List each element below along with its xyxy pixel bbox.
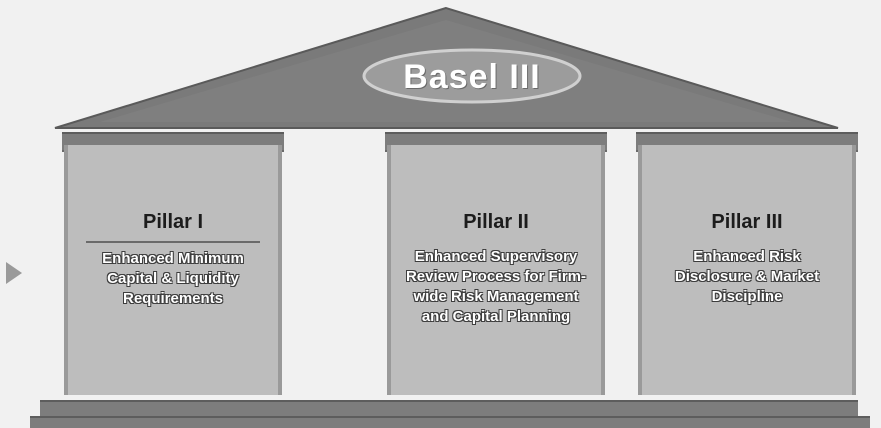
pillar-2-description: Enhanced Supervisory Review Process for … bbox=[405, 248, 587, 325]
roof bbox=[54, 6, 839, 129]
pillar-1-title: Pillar I bbox=[86, 211, 260, 243]
pillar-3-title: Pillar III bbox=[711, 211, 783, 233]
base-beam bbox=[40, 400, 858, 418]
pillar-1: Pillar I Enhanced Minimum Capital & Liqu… bbox=[64, 145, 282, 395]
pillar-3-description: Enhanced Risk Disclosure & Market Discip… bbox=[674, 248, 820, 305]
pillar-1-description: Enhanced Minimum Capital & Liquidity Req… bbox=[102, 250, 244, 307]
basel-oval bbox=[362, 48, 582, 104]
pillar-2-title: Pillar II bbox=[463, 211, 529, 233]
pillar-2: Pillar II Enhanced Supervisory Review Pr… bbox=[387, 145, 605, 395]
left-arrow-icon bbox=[6, 262, 22, 284]
pillar-3: Pillar III Enhanced Risk Disclosure & Ma… bbox=[638, 145, 856, 395]
base-foundation bbox=[30, 416, 870, 428]
roof-title: Basel III bbox=[403, 58, 541, 96]
